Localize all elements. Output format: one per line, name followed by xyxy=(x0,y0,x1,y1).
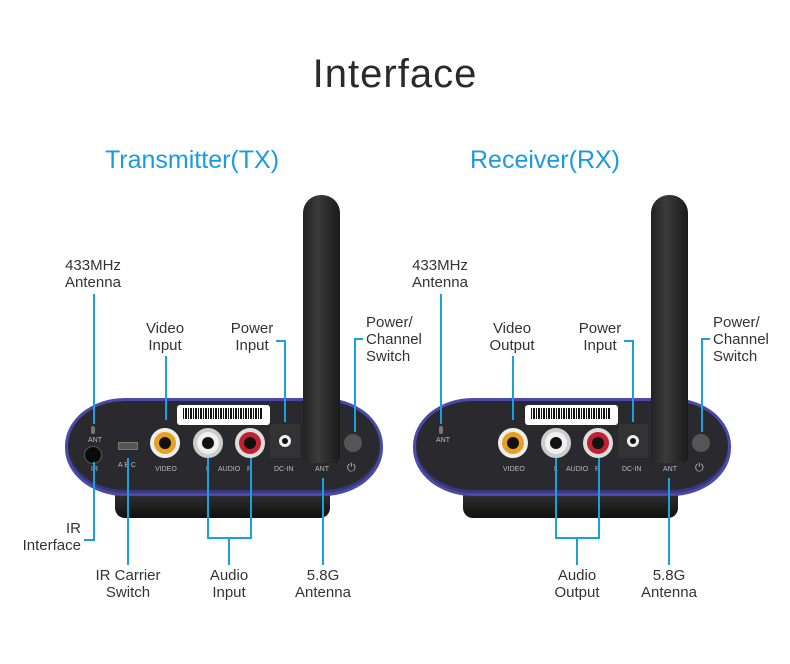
callout-line xyxy=(276,340,285,342)
rx-label-power-channel-switch: Power/ Channel Switch xyxy=(713,314,769,365)
rx-label-power-input: Power Input xyxy=(578,320,622,354)
panel-label-video: VIDEO xyxy=(155,466,177,473)
panel-label-ant2: ANT xyxy=(315,466,329,473)
panel-label-dcin: DC-IN xyxy=(274,466,294,473)
rx-label-audio-output: Audio Output xyxy=(554,567,600,601)
receiver-device: ANT VIDEO L AUDIO R DC-IN ⏻ ANT xyxy=(408,195,738,530)
callout-line xyxy=(322,478,324,565)
barcode-sticker xyxy=(177,405,270,425)
callout-line xyxy=(440,294,442,424)
callout-line xyxy=(624,340,633,342)
callout-line xyxy=(207,458,209,538)
dc-in-port xyxy=(618,424,648,458)
callout-line xyxy=(127,458,129,565)
power-channel-button xyxy=(344,434,362,452)
audio-l-jack xyxy=(541,428,571,458)
tx-label-ir-carrier-switch: IR Carrier Switch xyxy=(95,567,161,601)
panel-label-video: VIDEO xyxy=(503,466,525,473)
callout-line xyxy=(354,338,363,340)
power-icon: ⏻ xyxy=(695,462,704,474)
tx-label-audio-input: Audio Input xyxy=(209,567,249,601)
panel-label-ant: ANT xyxy=(436,437,450,444)
tx-label-power-channel-switch: Power/ Channel Switch xyxy=(366,314,422,365)
callout-line xyxy=(701,338,703,432)
callout-line xyxy=(512,356,514,420)
433mhz-antenna-port xyxy=(439,426,443,434)
panel-label-audio: AUDIO xyxy=(566,466,589,473)
tx-label-433mhz-antenna: 433MHz Antenna xyxy=(65,257,121,291)
callout-line xyxy=(228,537,230,565)
callout-line xyxy=(354,338,356,432)
callout-line xyxy=(555,458,557,538)
callout-line xyxy=(598,458,600,538)
callout-line xyxy=(668,478,670,565)
rx-label-video-output: Video Output xyxy=(489,320,535,354)
rx-label-433mhz-antenna: 433MHz Antenna xyxy=(412,257,468,291)
callout-line xyxy=(84,539,95,541)
panel-label-ant2: ANT xyxy=(663,466,677,473)
transmitter-heading: Transmitter(TX) xyxy=(104,146,280,174)
tx-label-5.8g-antenna: 5.8G Antenna xyxy=(295,567,351,601)
callout-line xyxy=(701,338,710,340)
audio-r-jack xyxy=(235,428,265,458)
audio-r-jack xyxy=(583,428,613,458)
callout-line xyxy=(93,294,95,424)
callout-line xyxy=(576,537,578,565)
callout-line xyxy=(93,462,95,540)
receiver-heading: Receiver(RX) xyxy=(469,146,621,174)
panel-label-dcin: DC-IN xyxy=(622,466,642,473)
tx-label-ir-interface: IR Interface xyxy=(22,520,81,554)
433mhz-antenna-port xyxy=(91,426,95,434)
callout-line xyxy=(165,356,167,420)
5.8g-antenna xyxy=(651,195,688,463)
panel-label-ant: ANT xyxy=(88,437,102,444)
callout-line xyxy=(284,340,286,422)
audio-l-jack xyxy=(193,428,223,458)
panel-label-r: R xyxy=(595,466,600,473)
video-jack xyxy=(498,428,528,458)
panel-label-r: R xyxy=(247,466,252,473)
callout-line xyxy=(250,458,252,538)
tx-label-video-input: Video Input xyxy=(145,320,185,354)
barcode-sticker xyxy=(525,405,618,425)
ir-carrier-switch xyxy=(118,442,138,450)
dc-in-port xyxy=(270,424,300,458)
panel-label-audio: AUDIO xyxy=(218,466,241,473)
page-title: Interface xyxy=(312,52,478,96)
video-jack xyxy=(150,428,180,458)
power-channel-button xyxy=(692,434,710,452)
5.8g-antenna xyxy=(303,195,340,463)
callout-line xyxy=(632,340,634,422)
transmitter-device: ANT IR A B C VIDEO L AUDIO R DC-IN ⏻ ANT xyxy=(60,195,390,530)
rx-label-5.8g-antenna: 5.8G Antenna xyxy=(641,567,697,601)
panel-label-abc: A B C xyxy=(118,462,136,469)
tx-label-power-input: Power Input xyxy=(230,320,274,354)
power-icon: ⏻ xyxy=(347,462,356,474)
